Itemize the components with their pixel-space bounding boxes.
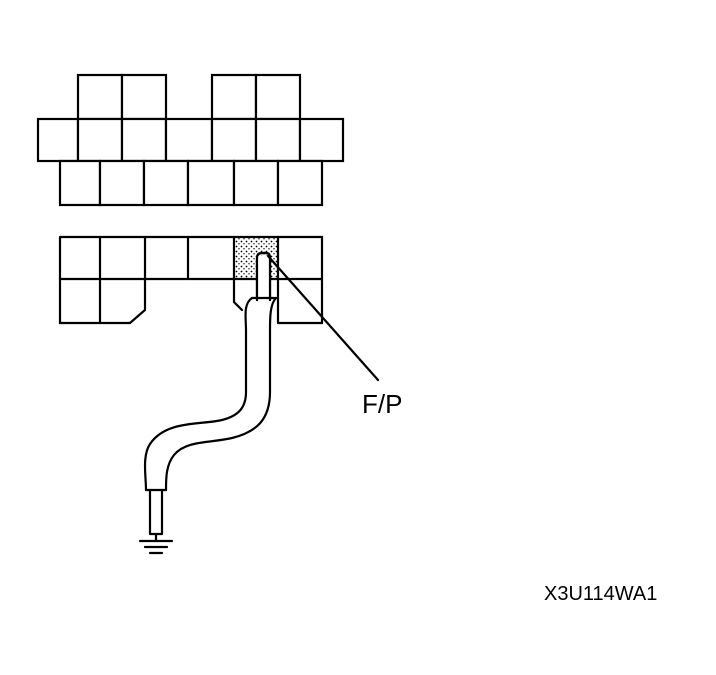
wire-left-edge	[143, 296, 254, 492]
ground-symbol-icon	[138, 532, 174, 555]
terminal-pin-fill	[258, 256, 269, 300]
upper-terminal-cavity	[76, 73, 124, 121]
upper-terminal-cavity	[210, 73, 258, 121]
upper-terminal-cavity	[36, 117, 80, 163]
upper-terminal-cavity	[232, 159, 280, 207]
ground-wire	[138, 296, 278, 555]
upper-terminal-cavity	[254, 73, 302, 121]
leader-line	[266, 254, 380, 382]
upper-connector	[36, 73, 345, 207]
upper-terminal-cavity	[276, 159, 324, 207]
lower-cavity-dividers	[98, 235, 280, 281]
figure-code: X3U114WA1	[544, 583, 657, 605]
wire-right-edge	[164, 296, 278, 492]
upper-terminal-cavity	[98, 159, 146, 207]
terminal-pin-edge	[255, 251, 272, 302]
upper-terminal-cavity	[210, 117, 258, 163]
upper-terminal-cavity	[164, 117, 214, 163]
upper-terminal-cavity	[120, 73, 168, 121]
upper-terminal-cavity	[298, 117, 345, 163]
upper-terminal-cavity	[142, 159, 190, 207]
conductor	[148, 488, 164, 536]
upper-terminal-cavity	[186, 159, 236, 207]
upper-terminal-cavity	[76, 117, 124, 163]
lower-connector	[58, 235, 324, 325]
fp-label: F/P	[362, 389, 402, 419]
upper-terminal-cavity	[120, 117, 168, 163]
upper-terminal-cavity	[254, 117, 302, 163]
upper-terminal-cavity	[58, 159, 102, 207]
